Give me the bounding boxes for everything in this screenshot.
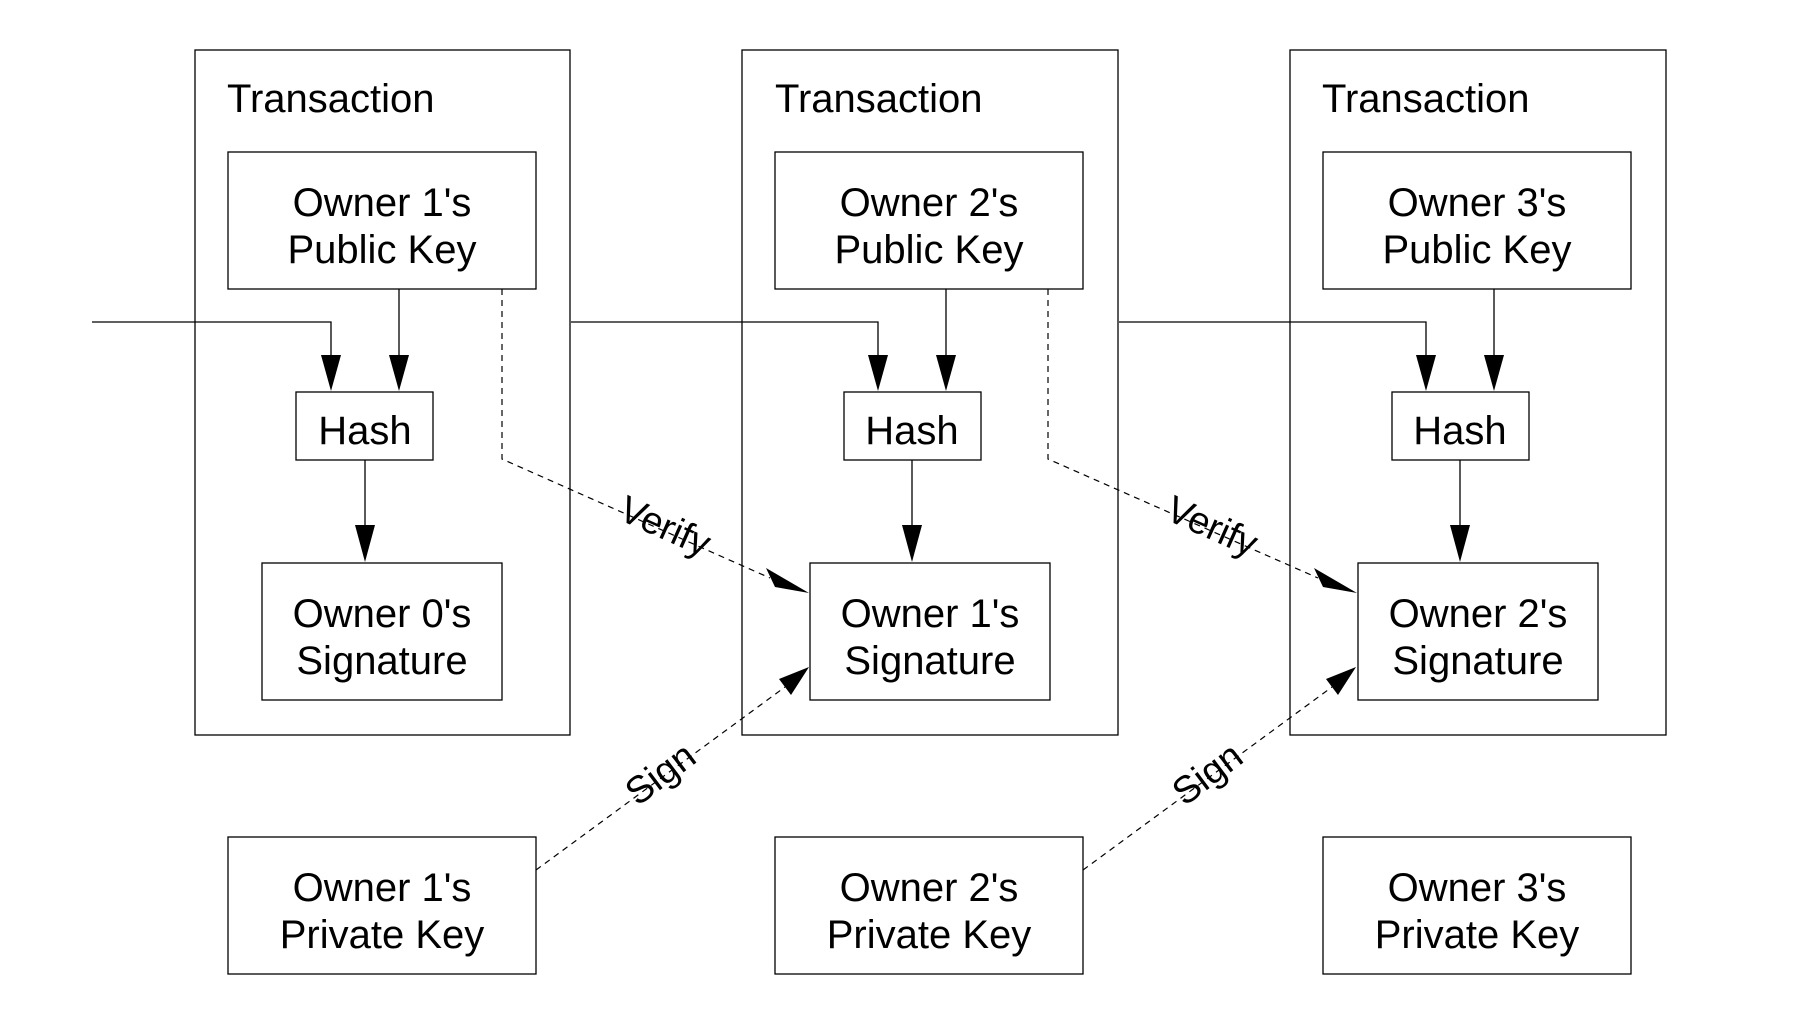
arrowhead-pubkey-hash-3 [1484,355,1504,391]
chain-connector-3 [1119,321,1436,391]
arrowhead-hash-signature-1 [355,525,375,562]
transaction-1-signature-line2: Signature [296,639,467,683]
transaction-1-title: Transaction [227,77,435,121]
arrowhead-pubkey-hash-1 [389,355,409,391]
transaction-3-signature-line2: Signature [1392,639,1563,683]
arrowhead-verify-2 [1314,568,1357,593]
sign-line-1 [535,686,786,871]
arrowhead-hash-signature-3 [1450,525,1470,562]
arrowhead-sign-2 [1326,667,1356,695]
hash-to-signature-arrow-1 [355,460,375,562]
private-key-2-line1: Owner 2's [840,866,1019,910]
transaction-2-signature-line1: Owner 1's [841,592,1020,636]
private-key-2: Owner 2's Private Key [774,836,1084,975]
transaction-2-signature-line2: Signature [844,639,1015,683]
arrowhead-verify-1 [766,568,809,593]
pubkey-to-hash-arrow-3 [1484,289,1504,391]
chain-line-into-hash-3 [1119,321,1427,355]
pubkey-to-hash-arrow-2 [936,289,956,391]
transaction-2-public-key-box [774,151,1084,290]
transaction-3-public-key-line2: Public Key [1383,228,1572,272]
transaction-1-hash-label: Hash [318,409,411,453]
arrowhead-chain-hash-2 [868,355,888,391]
private-key-2-line2: Private Key [827,913,1032,957]
transaction-3-signature-line1: Owner 2's [1389,592,1568,636]
chain-line-into-hash-2 [571,321,879,355]
transaction-1-public-key-box [227,151,537,290]
verify-label-2: Verify [1160,489,1264,566]
private-key-1-line2: Private Key [280,913,485,957]
private-key-1-line1: Owner 1's [293,866,472,910]
transaction-2-public-key-line2: Public Key [835,228,1024,272]
hash-to-signature-arrow-3 [1450,460,1470,562]
arrowhead-hash-signature-2 [902,525,922,562]
transaction-1: Transaction Owner 1's Public Key Hash Ow… [194,49,571,736]
transaction-1-signature-line1: Owner 0's [293,592,472,636]
transaction-3-public-key-line1: Owner 3's [1388,181,1567,225]
transaction-2-hash-label: Hash [865,409,958,453]
transaction-3-title: Transaction [1322,77,1530,121]
private-key-1-box [227,836,537,975]
chain-connector-2 [571,321,888,391]
private-key-1: Owner 1's Private Key [227,836,537,975]
chain-line-into-hash-1 [92,321,332,355]
transaction-3: Transaction Owner 3's Public Key Hash Ow… [1289,49,1667,736]
transaction-1-hash-box [295,391,434,461]
hash-to-signature-arrow-2 [902,460,922,562]
private-key-3-line1: Owner 3's [1388,866,1567,910]
transaction-2: Transaction Owner 2's Public Key Hash Ow… [741,49,1119,736]
arrowhead-pubkey-hash-2 [936,355,956,391]
transaction-3-hash-label: Hash [1413,409,1506,453]
verify-line-1 [501,289,771,579]
transaction-3-public-key-box [1322,151,1632,290]
sign-label-2: Sign [1165,735,1251,814]
transaction-3-hash-box [1391,391,1530,461]
transaction-2-signature-box [809,562,1051,701]
verify-line-2 [1047,289,1319,579]
private-key-3: Owner 3's Private Key [1322,836,1632,975]
private-key-3-line2: Private Key [1375,913,1580,957]
private-key-2-box [774,836,1084,975]
transaction-3-signature-box [1357,562,1599,701]
pubkey-to-hash-arrow-1 [389,289,409,391]
transaction-1-public-key-line1: Owner 1's [293,181,472,225]
private-key-3-box [1322,836,1632,975]
chain-connector-1 [92,321,341,391]
transaction-1-signature-box [261,562,503,701]
arrowhead-sign-1 [779,667,809,695]
sign-label-1: Sign [618,735,704,814]
verify-label-1: Verify [613,489,717,566]
sign-line-2 [1082,686,1333,871]
arrowhead-chain-hash-1 [321,355,341,391]
transaction-1-public-key-line2: Public Key [288,228,477,272]
transaction-2-public-key-line1: Owner 2's [840,181,1019,225]
transaction-2-title: Transaction [775,77,983,121]
arrowhead-chain-hash-3 [1416,355,1436,391]
